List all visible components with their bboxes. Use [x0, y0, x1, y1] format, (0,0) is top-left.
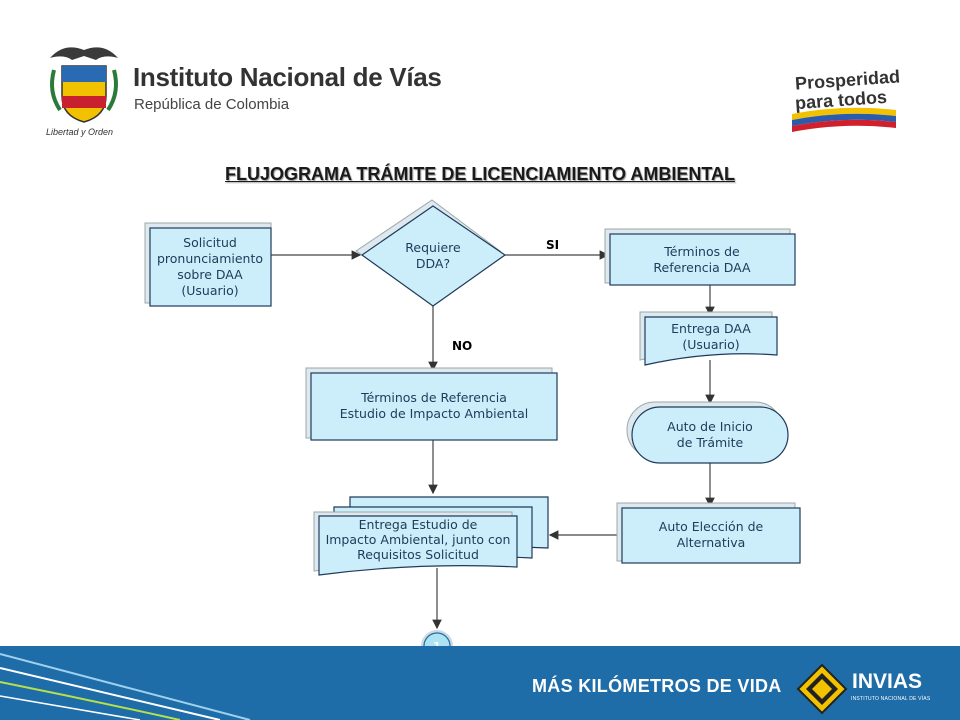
node-auto-eleccion: Auto Elección de Alternativa	[616, 502, 801, 564]
node-terminos-eia-line2: Estudio de Impacto Ambiental	[340, 406, 529, 421]
node-entrega-eia: Entrega Estudio de Impacto Ambiental, ju…	[313, 496, 549, 576]
footer-brand-sub: INSTITUTO NACIONAL DE VÍAS	[851, 696, 931, 702]
node-decision-line1: Requiere	[405, 240, 461, 255]
node-auto-inicio-line1: Auto de Inicio	[667, 419, 753, 434]
node-auto-eleccion-line1: Auto Elección de	[659, 519, 764, 534]
node-terminos-daa-line1: Términos de	[663, 244, 740, 259]
label-yes: SI	[546, 238, 559, 252]
node-terminos-eia: Términos de Referencia Estudio de Impact…	[305, 367, 558, 441]
motto-text: Libertad y Orden	[46, 127, 114, 137]
footer-brand: INVIAS	[852, 670, 923, 693]
node-entrega-daa-line2: (Usuario)	[682, 337, 739, 352]
flow-connectors	[271, 250, 715, 630]
invias-logo-icon	[796, 663, 848, 715]
node-auto-eleccion-line2: Alternativa	[677, 535, 746, 550]
org-name: Instituto Nacional de Vías	[133, 62, 442, 92]
page-title: FLUJOGRAMA TRÁMITE DE LICENCIAMIENTO AMB…	[225, 164, 735, 184]
node-entrega-daa-line1: Entrega DAA	[671, 321, 751, 336]
node-solicitud-line3: sobre DAA	[177, 267, 243, 282]
node-entrega-eia-line3: Requisitos Solicitud	[357, 547, 479, 562]
node-terminos-daa: Términos de Referencia DAA	[604, 228, 796, 286]
node-entrega-eia-line1: Entrega Estudio de	[359, 517, 478, 532]
node-decision-line2: DDA?	[416, 256, 450, 271]
node-entrega-daa: Entrega DAA (Usuario)	[639, 311, 778, 366]
node-terminos-daa-line2: Referencia DAA	[653, 260, 751, 275]
node-auto-inicio: Auto de Inicio de Trámite	[626, 401, 789, 464]
node-entrega-eia-line2: Impacto Ambiental, junto con	[326, 532, 511, 547]
flowchart: Solicitud pronunciamiento sobre DAA (Usu…	[144, 199, 801, 660]
node-solicitud-line1: Solicitud	[183, 235, 237, 250]
label-no: NO	[452, 339, 472, 353]
node-decision: Requiere DDA?	[355, 199, 507, 307]
node-solicitud-line4: (Usuario)	[181, 283, 238, 298]
footer-swoosh-icon	[0, 653, 251, 720]
node-solicitud-line2: pronunciamiento	[157, 251, 263, 266]
node-auto-inicio-line2: de Trámite	[677, 435, 744, 450]
prosperidad-stripes-icon	[792, 107, 896, 132]
footer-band	[0, 646, 960, 720]
node-solicitud: Solicitud pronunciamiento sobre DAA (Usu…	[144, 222, 272, 307]
footer-slogan: MÁS KILÓMETROS DE VIDA	[532, 676, 782, 696]
coat-of-arms-icon	[50, 47, 118, 123]
org-subtitle: República de Colombia	[134, 96, 290, 113]
node-terminos-eia-line1: Términos de Referencia	[360, 390, 507, 405]
